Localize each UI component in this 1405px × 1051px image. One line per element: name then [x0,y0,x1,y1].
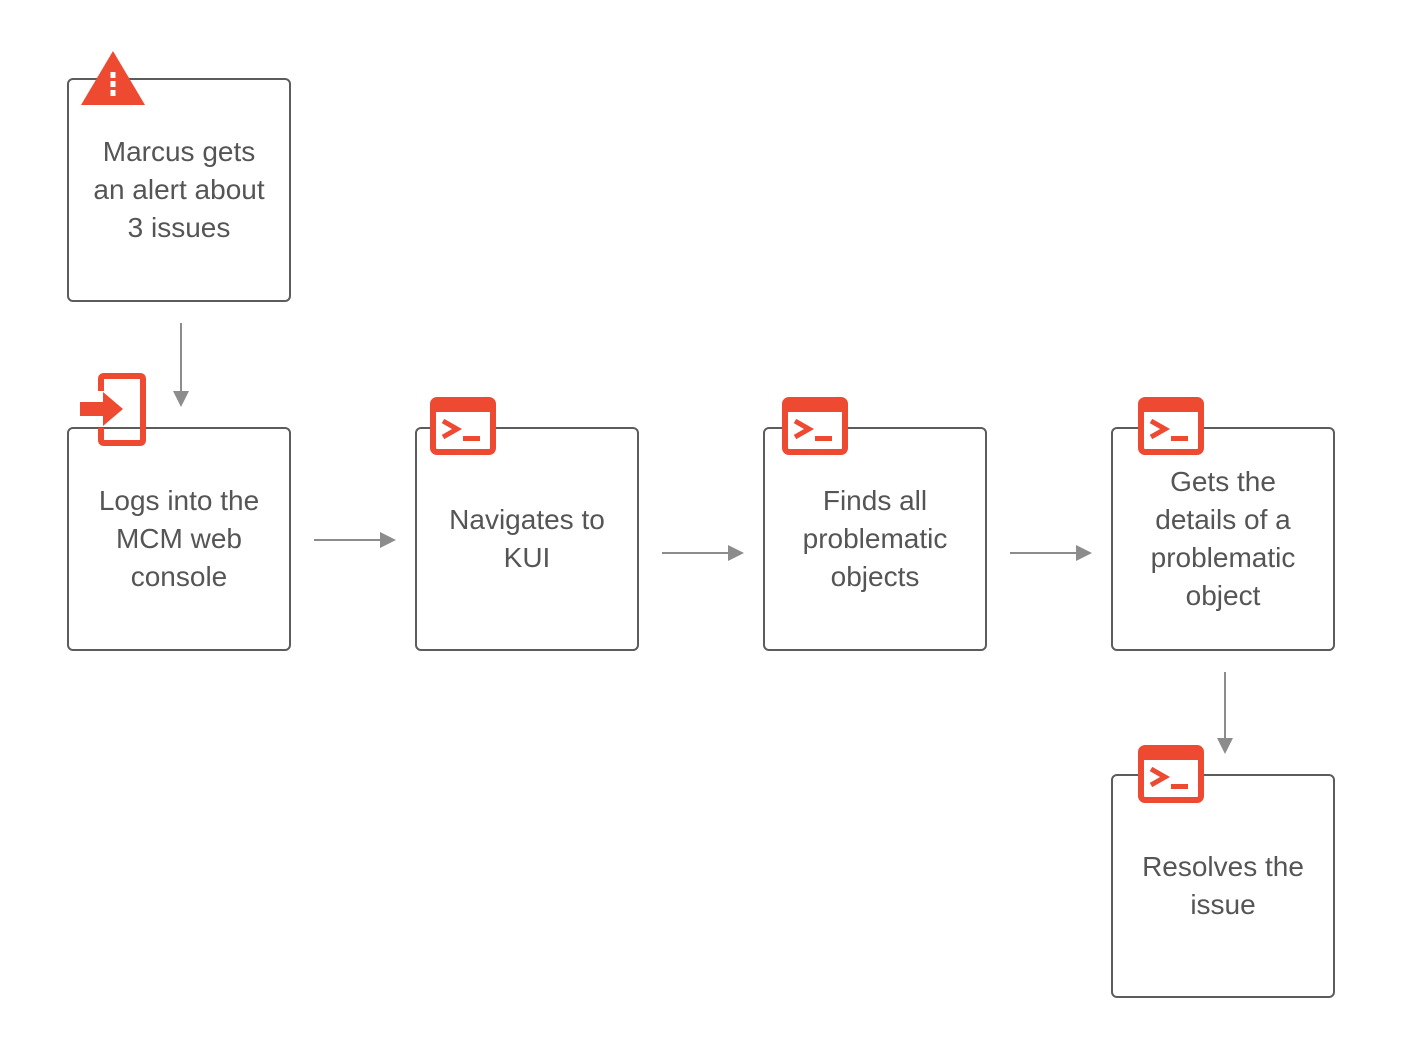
step-alert: Marcus gets an alert about 3 issues [67,78,291,302]
step-details: Gets the details of a problematic object [1111,427,1335,651]
step-resolve-label: Resolves the issue [1142,851,1304,920]
step-details-label: Gets the details of a problematic object [1150,466,1296,611]
step-alert-label: Marcus gets an alert about 3 issues [93,136,265,243]
arrow-navigate-to-find [662,545,744,561]
arrow-find-to-details [1010,545,1092,561]
step-login: Logs into the MCM web console [67,427,291,651]
arrow-alert-to-login [173,323,189,407]
step-find: Finds all problematic objects [763,427,987,651]
terminal-icon [1138,397,1204,455]
step-resolve: Resolves the issue [1111,774,1335,998]
terminal-icon [782,397,848,455]
step-login-label: Logs into the MCM web console [98,485,260,592]
step-find-label: Finds all problematic objects [802,485,948,592]
warning-triangle-icon [81,51,145,105]
arrow-login-to-navigate [314,532,396,548]
terminal-icon [430,397,496,455]
login-icon [80,373,146,446]
terminal-icon [1138,745,1204,803]
arrow-details-to-resolve [1217,672,1233,754]
step-navigate-label: Navigates to KUI [449,504,605,573]
step-navigate: Navigates to KUI [415,427,639,651]
